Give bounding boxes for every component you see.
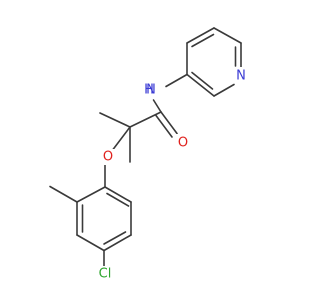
atom-o-ether-label: O — [103, 150, 113, 165]
atom-n-amide: N — [144, 82, 158, 98]
atom-o-carbonyl-label: O — [178, 136, 188, 151]
atom-h-amide: H — [144, 83, 154, 98]
atom-cl: Cl — [94, 266, 116, 282]
chemical-structure-diagram: N H O O N Cl — [49, 27, 248, 282]
atom-cl-label: Cl — [99, 267, 112, 282]
atom-n-pyridine: N — [234, 67, 248, 84]
atom-o-carbonyl: O — [176, 134, 190, 151]
amide-group — [129, 73, 188, 138]
atom-n-pyridine-label: N — [236, 69, 246, 84]
atom-o-ether: O — [101, 149, 115, 165]
pyridine-ring — [186, 27, 242, 97]
gem-dimethyl-carbon — [99, 112, 131, 163]
chloro-methyl-phenyl-ring — [49, 162, 132, 267]
atom-n-amide-label: N — [146, 83, 156, 98]
atom-h-amide-label: H — [144, 83, 154, 98]
